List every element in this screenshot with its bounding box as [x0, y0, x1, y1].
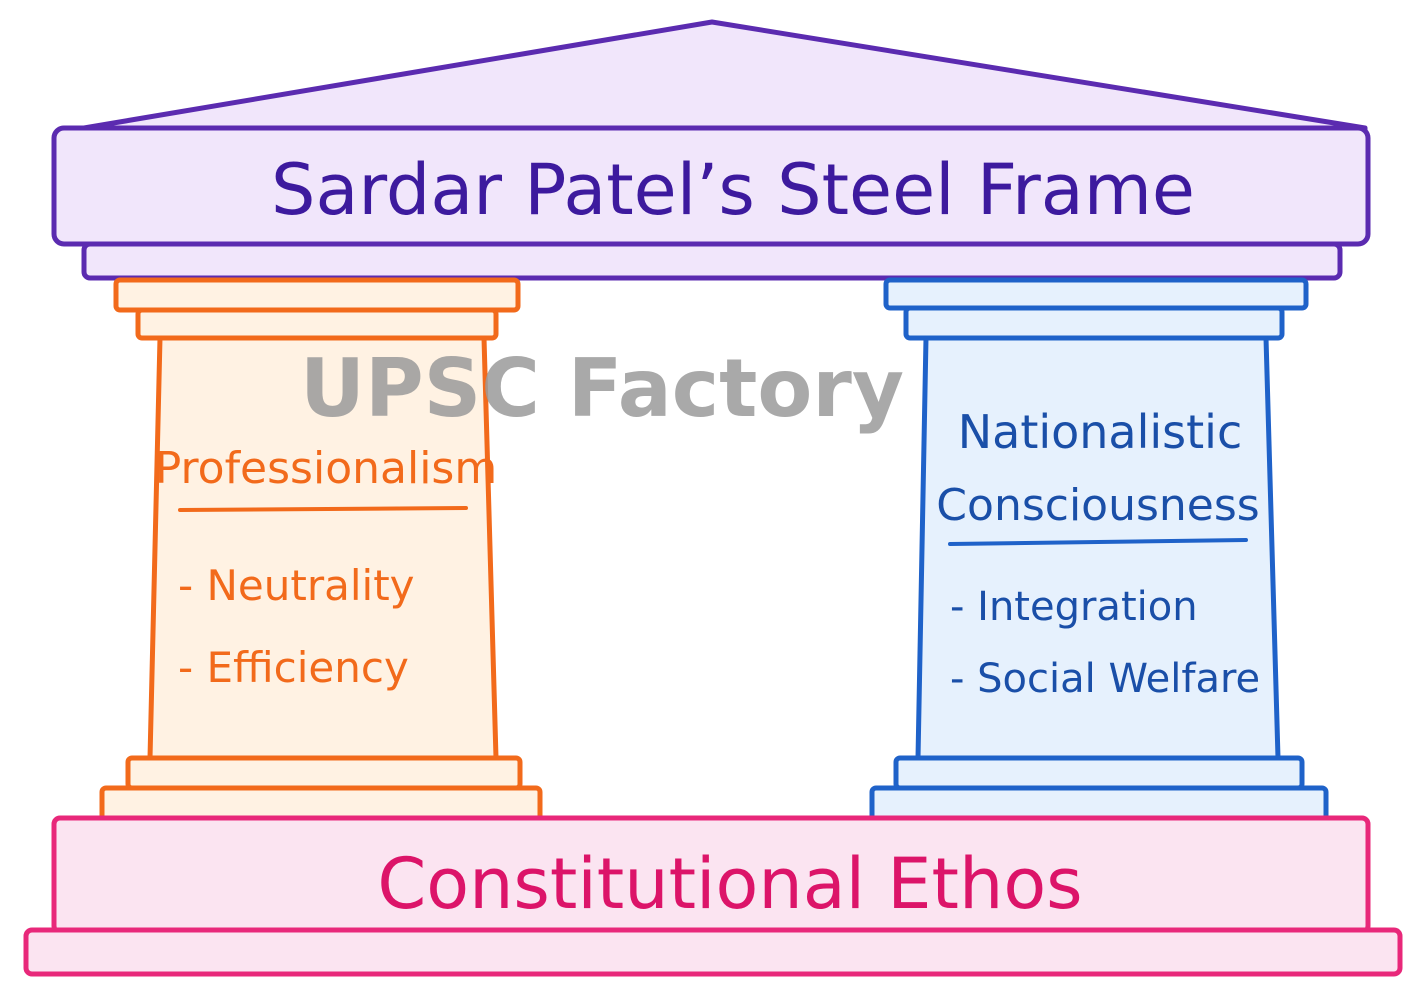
left-pillar-heading: Professionalism — [155, 443, 497, 494]
right-pillar-item-integration: - Integration — [950, 584, 1198, 630]
left-pillar-capital-bottom — [135, 307, 499, 341]
right-pillar-capital-bottom — [903, 305, 1285, 341]
base-lower-step — [23, 927, 1403, 977]
left-pillar-base-top — [125, 755, 523, 791]
roof-pediment — [57, 19, 1368, 143]
left-pillar-capital-top — [113, 277, 521, 313]
right-pillar-capital-top — [883, 277, 1309, 311]
right-pillar-item-social-welfare: - Social Welfare — [950, 656, 1260, 702]
right-pillar-heading-underline — [948, 538, 1248, 546]
base — [23, 815, 1403, 977]
roof — [51, 19, 1371, 281]
roof-title: Sardar Patel’s Steel Frame — [271, 149, 1195, 231]
base-title: Constitutional Ethos — [377, 843, 1082, 925]
watermark: UPSC Factory — [300, 342, 904, 435]
left-pillar-item-neutrality: - Neutrality — [178, 561, 415, 610]
right-pillar-base-bottom — [869, 785, 1329, 823]
right-pillar-heading-line1: Nationalistic — [958, 405, 1243, 459]
left-pillar-base-bottom — [99, 785, 543, 823]
left-pillar — [99, 277, 543, 823]
right-pillar — [869, 277, 1329, 823]
right-pillar-heading-line2: Consciousness — [936, 480, 1259, 531]
left-pillar-heading-underline — [178, 506, 468, 512]
roof-lower-band — [81, 241, 1343, 281]
left-pillar-item-efficiency: - Efficiency — [178, 643, 409, 692]
right-pillar-base-top — [893, 755, 1305, 791]
